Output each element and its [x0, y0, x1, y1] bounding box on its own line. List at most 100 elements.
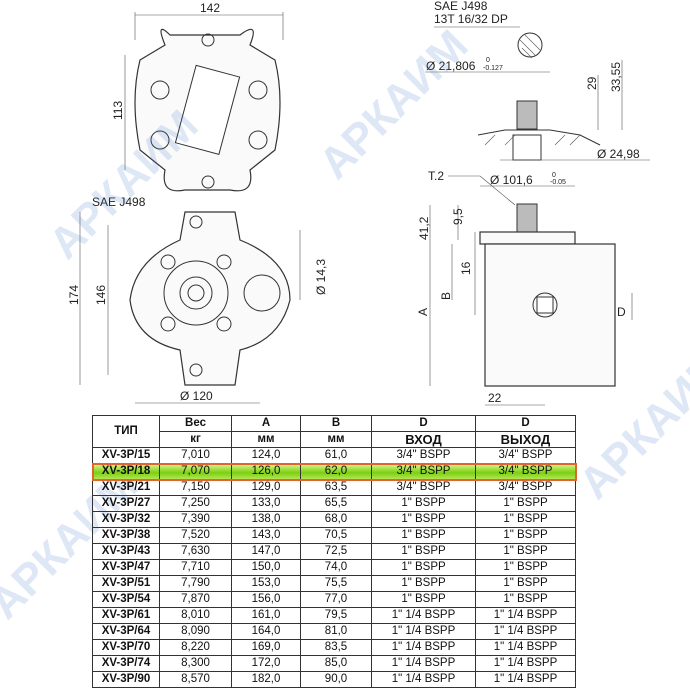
cell-type: XV-3P/38: [92, 527, 160, 544]
cell-d-in: 1" 1/4 BSPP: [371, 671, 476, 688]
cell-d-in: 1" 1/4 BSPP: [371, 655, 476, 672]
cell-a: 126,0: [231, 463, 301, 480]
cell-a: 161,0: [231, 607, 301, 624]
unit-weight: кг: [159, 431, 232, 448]
shaft-diameter: Ø 21,806: [426, 59, 476, 73]
cell-d-out: 1" BSPP: [475, 495, 576, 512]
cell-type: XV-3P/15: [92, 447, 160, 464]
cell-weight: 8,010: [159, 607, 232, 624]
cell-d-in: 1" BSPP: [371, 543, 476, 560]
cell-d-out: 1" BSPP: [475, 527, 576, 544]
top-view: 142 113: [111, 1, 284, 192]
cell-type: XV-3P/18: [92, 463, 160, 480]
cell-weight: 8,220: [159, 639, 232, 656]
cell-weight: 7,070: [159, 463, 232, 480]
technical-drawing: 142 113 SAE J498 174 146 Ø 14,3 Ø 120 SA…: [67, 0, 650, 406]
side-view: T.2 Ø 101,6 0 -0.05 41,2 9,5 16 B A D 22: [416, 169, 633, 406]
cell-d-in: 1" 1/4 BSPP: [371, 623, 476, 640]
cell-weight: 7,010: [159, 447, 232, 464]
cell-a: 164,0: [231, 623, 301, 640]
cell-weight: 7,520: [159, 527, 232, 544]
cell-type: XV-3P/54: [92, 591, 160, 608]
cell-weight: 7,870: [159, 591, 232, 608]
cell-d-in: 1" BSPP: [371, 575, 476, 592]
cell-a: 133,0: [231, 495, 301, 512]
cell-d-out: 1" 1/4 BSPP: [475, 639, 576, 656]
dim-146: 146: [94, 285, 108, 305]
cell-weight: 8,090: [159, 623, 232, 640]
cell-d-out: 1" BSPP: [475, 559, 576, 576]
front-view: SAE J498 174 146 Ø 14,3 Ø 120: [67, 195, 328, 404]
cell-a: 147,0: [231, 543, 301, 560]
cell-a: 156,0: [231, 591, 301, 608]
cell-a: 129,0: [231, 479, 301, 496]
cell-d-in: 3/4" BSPP: [371, 447, 476, 464]
cell-a: 150,0: [231, 559, 301, 576]
shaft-tol-upper: 0: [486, 57, 490, 64]
side-pilot: Ø 101,6: [490, 173, 533, 187]
cell-d-out: 1" BSPP: [475, 575, 576, 592]
cell-d-in: 3/4" BSPP: [371, 463, 476, 480]
cell-b: 62,0: [300, 463, 372, 480]
cell-a: 138,0: [231, 511, 301, 528]
dim-b: B: [439, 292, 453, 300]
shaft-spec-1: SAE J498: [434, 0, 488, 13]
cell-b: 63,5: [300, 479, 372, 496]
dim-16: 16: [459, 261, 473, 275]
front-sae-label: SAE J498: [92, 195, 146, 209]
cell-d-in: 1" BSPP: [371, 591, 476, 608]
cell-d-out: 3/4" BSPP: [475, 463, 576, 480]
col-b: B: [300, 415, 372, 432]
cell-d-out: 1" 1/4 BSPP: [475, 671, 576, 688]
cell-weight: 7,630: [159, 543, 232, 560]
cell-d-out: 1" 1/4 BSPP: [475, 655, 576, 672]
dim-29: 29: [585, 76, 599, 90]
cell-type: XV-3P/74: [92, 655, 160, 672]
cell-a: 143,0: [231, 527, 301, 544]
cell-b: 79,5: [300, 607, 372, 624]
side-tol-lower: -0.05: [550, 179, 566, 186]
cell-d-in: 1" 1/4 BSPP: [371, 639, 476, 656]
col-weight: Вес: [159, 415, 232, 432]
cell-type: XV-3P/90: [92, 671, 160, 688]
cell-d-in: 1" BSPP: [371, 511, 476, 528]
shaft-tol-lower: -0.127: [483, 65, 503, 72]
cell-a: 169,0: [231, 639, 301, 656]
dim-174: 174: [67, 285, 81, 305]
cell-b: 70,5: [300, 527, 372, 544]
sub-d-in: ВХОД: [371, 431, 476, 448]
col-a: A: [231, 415, 301, 432]
cell-b: 81,0: [300, 623, 372, 640]
dim-width: 142: [200, 1, 220, 15]
cell-type: XV-3P/47: [92, 559, 160, 576]
cell-weight: 8,570: [159, 671, 232, 688]
col-type: ТИП: [92, 415, 160, 448]
unit-b: мм: [300, 431, 372, 448]
cell-type: XV-3P/51: [92, 575, 160, 592]
cell-type: XV-3P/43: [92, 543, 160, 560]
col-d-out: D: [475, 415, 576, 432]
dim-height: 113: [111, 101, 125, 120]
cell-d-out: 1" BSPP: [475, 511, 576, 528]
cell-type: XV-3P/21: [92, 479, 160, 496]
cell-b: 83,5: [300, 639, 372, 656]
dim-pilot: Ø 120: [180, 389, 213, 403]
dim-a: A: [416, 308, 430, 316]
cell-weight: 7,390: [159, 511, 232, 528]
cell-d-out: 1" 1/4 BSPP: [475, 623, 576, 640]
cell-type: XV-3P/61: [92, 607, 160, 624]
dim-9-5: 9,5: [451, 208, 465, 225]
cell-d-in: 3/4" BSPP: [371, 479, 476, 496]
cell-d-in: 1" BSPP: [371, 495, 476, 512]
cell-a: 172,0: [231, 655, 301, 672]
shaft-detail: SAE J498 13T 16/32 DP Ø 21,806 0 -0.127 …: [425, 0, 650, 161]
